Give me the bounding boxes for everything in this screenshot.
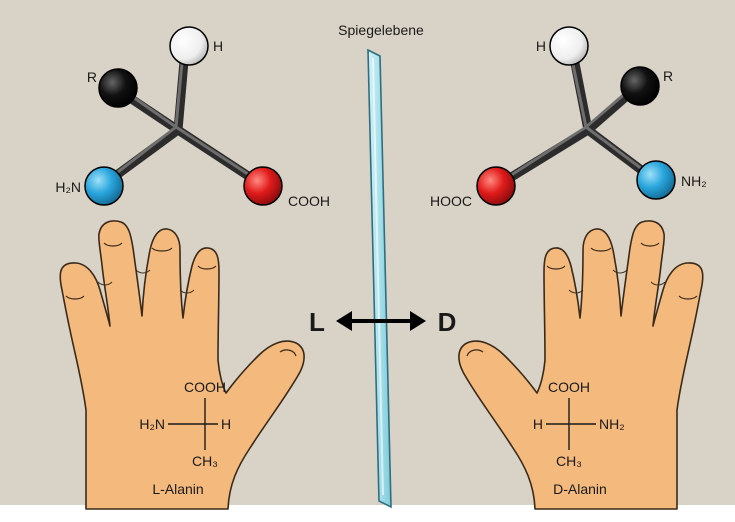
right-hand-name: D-Alanin (553, 481, 607, 497)
double-arrow (336, 311, 426, 331)
left-label-c: COOH (288, 193, 330, 209)
bond-c (495, 125, 593, 189)
right-fischer-top: COOH (548, 379, 590, 395)
right-label-n: NH₂ (681, 173, 707, 189)
atom-c (243, 166, 283, 206)
mirror-label: Spiegelebene (338, 22, 424, 38)
atom-n (636, 160, 676, 200)
left-fischer-top: COOH (184, 379, 226, 395)
right-label-c: HOOC (430, 193, 472, 209)
atom-c (476, 166, 516, 206)
hand-right (458, 220, 704, 510)
left-fischer-right: H (221, 416, 231, 432)
atom-h (169, 26, 209, 66)
right-label-h: H (536, 38, 546, 54)
label-l: L (309, 307, 325, 337)
atom-r (98, 68, 138, 108)
left-label-r: R (87, 69, 97, 85)
atom-n (84, 166, 124, 206)
left-hand-name: L-Alanin (152, 481, 203, 497)
molecule-right (476, 26, 676, 206)
atom-h (549, 26, 589, 66)
hand-left (59, 220, 305, 510)
left-label-h: H (213, 38, 223, 54)
right-fischer-bottom: CH₃ (556, 453, 582, 469)
mirror-plane (367, 48, 392, 509)
left-fischer-left: H₂N (139, 416, 165, 432)
left-fischer-bottom: CH₃ (192, 453, 218, 469)
atom-r (620, 66, 660, 106)
molecule-left (84, 26, 283, 206)
right-fischer-right: NH₂ (599, 416, 625, 432)
left-label-n: H₂N (55, 179, 81, 195)
label-d: D (438, 307, 457, 337)
right-fischer-left: H (533, 416, 543, 432)
right-label-r: R (663, 68, 673, 84)
